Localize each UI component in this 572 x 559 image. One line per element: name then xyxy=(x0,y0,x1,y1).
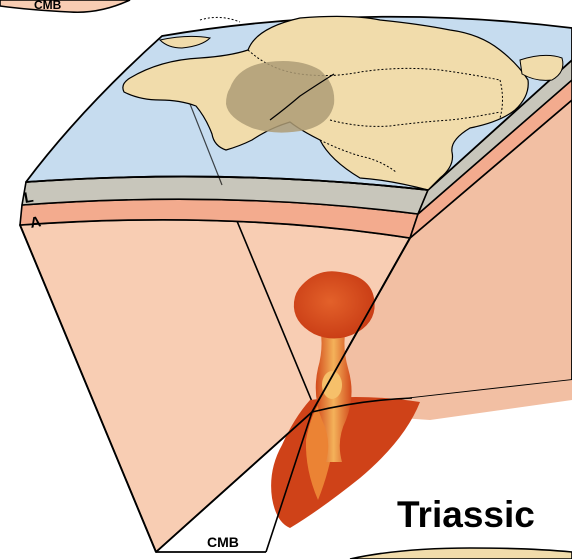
igneous-province xyxy=(226,61,334,133)
previous-panel-cmb-label: CMB xyxy=(34,0,62,12)
period-title: Triassic xyxy=(397,494,535,535)
dotted-boundary-4 xyxy=(200,17,240,22)
plume-head xyxy=(294,271,375,338)
previous-panel-fragment xyxy=(0,0,130,12)
next-panel-fragment xyxy=(350,548,572,559)
cmb-label: CMB xyxy=(207,534,239,550)
land-fragment-east xyxy=(520,55,563,80)
